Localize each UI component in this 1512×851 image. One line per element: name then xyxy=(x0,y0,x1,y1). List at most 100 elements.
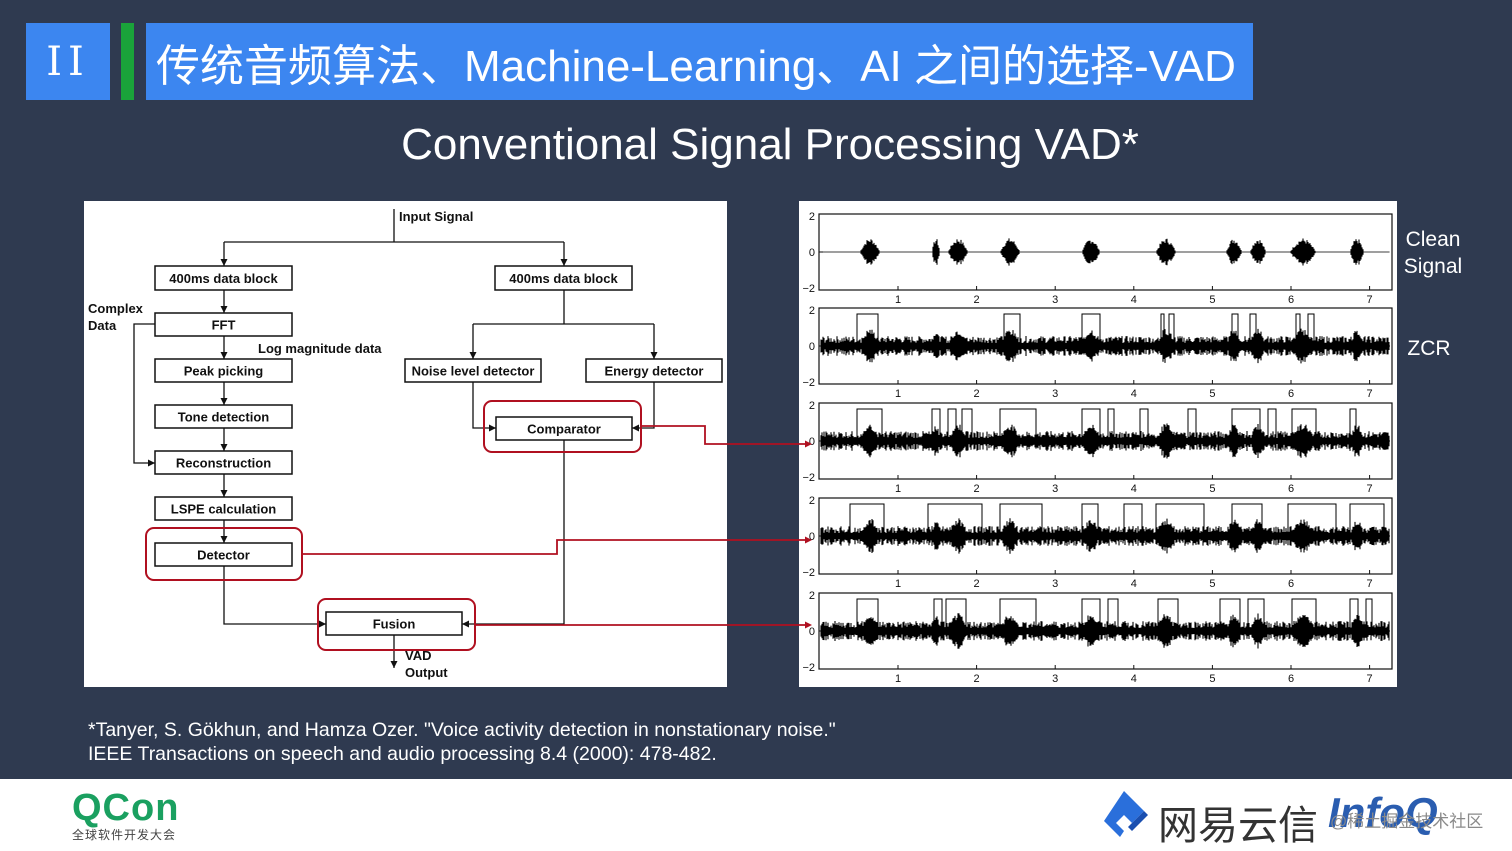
netease-logo-text: 网易云信 xyxy=(1158,804,1318,848)
complex-data-arrow xyxy=(148,459,155,467)
plot-3-xtick-1: 2 xyxy=(974,578,980,590)
section-number: II xyxy=(46,38,90,85)
title-accent-bar xyxy=(121,23,134,100)
plot-4-vad-gate xyxy=(821,598,1390,632)
lspe-calc-label: LSPE calculation xyxy=(171,502,277,517)
left-chain-arrow-2 xyxy=(220,398,228,405)
plot-2-xtick-4: 5 xyxy=(1209,483,1215,495)
fusion-output-arrow xyxy=(390,661,398,668)
plot-4-xtick-5: 6 xyxy=(1288,673,1294,685)
plot-0-xtick-1: 2 xyxy=(974,294,980,306)
plot-2-ytick-1: 0 xyxy=(809,436,815,448)
block-left-box xyxy=(154,265,293,291)
plot-4-xtick-6: 7 xyxy=(1367,673,1373,685)
plot-0-ytick-1: 0 xyxy=(809,247,815,259)
plot-1-ytick-1: 0 xyxy=(809,341,815,353)
plot-2-xtick-1: 2 xyxy=(974,483,980,495)
plot-1-xtick-2: 3 xyxy=(1052,388,1058,400)
fft-label: FFT xyxy=(212,318,236,333)
plot-0-xtick-3: 4 xyxy=(1131,294,1137,306)
section-number-badge: II xyxy=(26,23,110,100)
plot-2-xtick-2: 3 xyxy=(1052,483,1058,495)
plot-4-ytick-1: 0 xyxy=(809,626,815,638)
netease-logo-icon xyxy=(1104,791,1148,837)
vad-output-label-line1: VAD xyxy=(405,648,431,663)
detector-label: Detector xyxy=(197,548,250,563)
comparator-connector-arrow xyxy=(805,440,812,448)
block-right-box xyxy=(494,265,633,291)
plot-3-xtick-4: 5 xyxy=(1209,578,1215,590)
reconstruction-label: Reconstruction xyxy=(176,456,271,471)
log-magnitude-label: Log magnitude data xyxy=(258,341,382,356)
slide-subtitle: Conventional Signal Processing VAD* xyxy=(401,120,1139,169)
comparator-label: Comparator xyxy=(527,422,601,437)
fusion-label: Fusion xyxy=(373,617,416,632)
watermark: @稀土掘金技术社区 xyxy=(1330,812,1484,831)
detector-connector xyxy=(302,539,808,555)
detector-connector-arrow xyxy=(805,536,812,544)
infoq-logo: InfoQ xyxy=(1328,789,1438,836)
block-right-label: 400ms data block xyxy=(509,271,618,286)
fusion-connector-arrow xyxy=(805,621,812,629)
plot-2-xtick-3: 4 xyxy=(1131,483,1137,495)
to-energy-arrow xyxy=(650,352,658,359)
clean-signal-label-line1: Clean xyxy=(1405,228,1461,251)
plot-1-xtick-4: 5 xyxy=(1209,388,1215,400)
plot-4-xtick-3: 4 xyxy=(1131,673,1137,685)
left-chain-arrow-1 xyxy=(220,352,228,359)
citation-line1: *Tanyer, S. Gökhun, and Hamza Ozer. "Voi… xyxy=(88,719,836,741)
plot-3-xtick-3: 4 xyxy=(1131,578,1137,590)
plot-2-ytick-0: 2 xyxy=(809,400,815,412)
plot-0-ytick-2: −2 xyxy=(802,283,815,295)
left-chain-arrow-5 xyxy=(220,536,228,543)
plot-1-xtick-0: 1 xyxy=(895,388,901,400)
noise-to-comparator-arrow xyxy=(489,424,496,432)
noise-to-comparator xyxy=(472,382,496,429)
plot-4-xtick-1: 2 xyxy=(974,673,980,685)
left-chain-arrow-4 xyxy=(220,490,228,497)
plot-4-xtick-4: 5 xyxy=(1209,673,1215,685)
input-signal-label: Input Signal xyxy=(399,209,473,224)
plot-3-ytick-2: −2 xyxy=(802,567,815,579)
plot-3-xtick-6: 7 xyxy=(1367,578,1373,590)
vad-output-label-line2: Output xyxy=(405,665,448,680)
plot-4-xtick-2: 3 xyxy=(1052,673,1058,685)
plot-2-xtick-5: 6 xyxy=(1288,483,1294,495)
noise-detector-label: Noise level detector xyxy=(412,364,535,379)
citation-line2: IEEE Transactions on speech and audio pr… xyxy=(88,743,717,765)
zcr-label: ZCR xyxy=(1407,337,1451,360)
complex-data-label-line2: Data xyxy=(88,318,117,333)
footer-bar: QCon 全球软件开发大会 网易云信 InfoQ @稀土掘金技术社区 xyxy=(0,779,1512,851)
comparator-to-fusion-arrow xyxy=(462,620,469,628)
plot-0-waveform xyxy=(820,238,1390,266)
energy-detector-label: Energy detector xyxy=(605,364,704,379)
plot-2-vad-gate xyxy=(821,408,1390,442)
plot-2-xtick-0: 1 xyxy=(895,483,901,495)
plot-0-xtick-2: 3 xyxy=(1052,294,1058,306)
clean-signal-label: Clean Signal xyxy=(1400,226,1466,280)
plot-0-xtick-4: 5 xyxy=(1209,294,1215,306)
comparator-to-fusion xyxy=(462,440,565,625)
citation: *Tanyer, S. Gökhun, and Hamza Ozer. "Voi… xyxy=(88,718,836,766)
peak-picking-label: Peak picking xyxy=(184,364,264,379)
plot-1-xtick-5: 6 xyxy=(1288,388,1294,400)
split-left-arrow xyxy=(220,259,228,266)
plot-0-xtick-6: 7 xyxy=(1367,294,1373,306)
detector-to-fusion xyxy=(223,566,326,625)
comparator-connector xyxy=(641,425,808,445)
qcon-logo: QCon xyxy=(72,787,180,829)
plot-1-vad-gate xyxy=(821,313,1390,347)
plot-3-xtick-2: 3 xyxy=(1052,578,1058,590)
block-left-label: 400ms data block xyxy=(169,271,278,286)
split-right-arrow xyxy=(560,259,568,266)
plot-1-ytick-2: −2 xyxy=(802,377,815,389)
plot-3-ytick-0: 2 xyxy=(809,495,815,507)
slide-title-bar: 传统音频算法、Machine-Learning、AI 之间的选择-VAD xyxy=(146,23,1253,100)
complex-data-bypass xyxy=(133,323,155,464)
left-chain-arrow-0 xyxy=(220,306,228,313)
left-chain-arrow-3 xyxy=(220,444,228,451)
plot-2-xtick-6: 7 xyxy=(1367,483,1373,495)
plot-3-xtick-5: 6 xyxy=(1288,578,1294,590)
plot-1-xtick-1: 2 xyxy=(974,388,980,400)
